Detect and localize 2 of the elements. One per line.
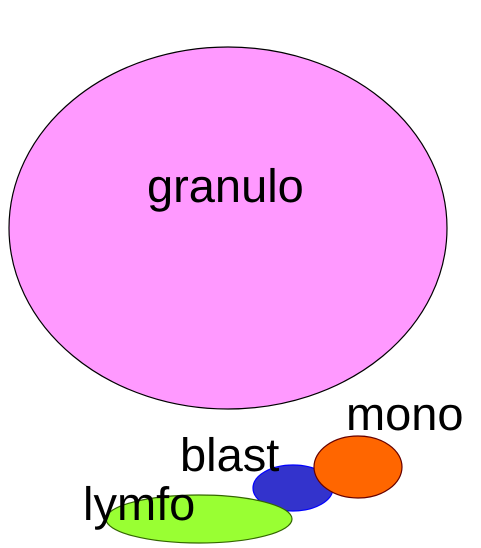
node-label: blast bbox=[180, 431, 280, 478]
node-label: mono bbox=[346, 390, 464, 437]
